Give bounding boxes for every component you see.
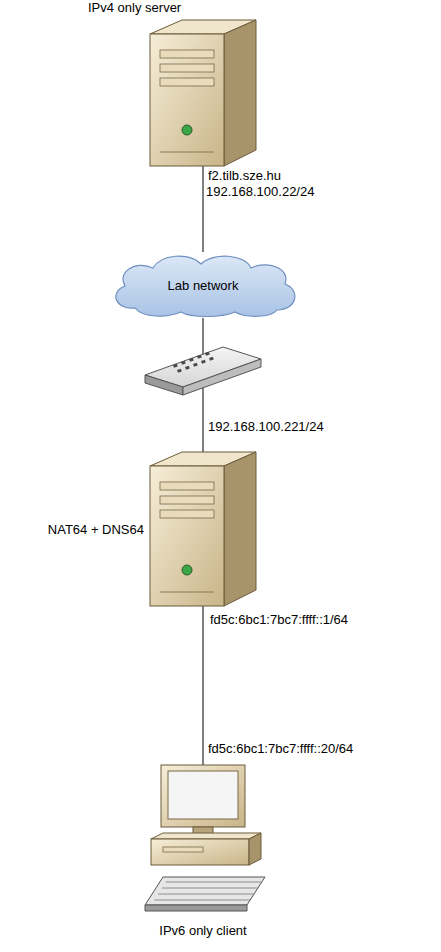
- address-label: 192.168.100.22/24: [205, 184, 315, 199]
- node-caption: IPv6 only client: [159, 923, 246, 938]
- client-node: IPv6 only client: [90, 765, 330, 952]
- address-label: 192.168.100.221/24: [207, 419, 325, 434]
- server-node: IPv4 only server: [60, 0, 260, 170]
- node-caption: IPv4 only server: [88, 0, 181, 15]
- node-caption: NAT64 + DNS64: [48, 522, 144, 537]
- network-name: Lab network: [168, 278, 239, 293]
- server-icon: [150, 452, 256, 606]
- gateway-node: NAT64 + DNS64: [30, 452, 256, 608]
- network-link: [203, 606, 204, 765]
- server-icon: [150, 20, 256, 166]
- address-label: fd5c:6bc1:7bc7:ffff::1/64: [209, 612, 349, 627]
- address-label: fd5c:6bc1:7bc7:ffff::20/64: [207, 741, 354, 756]
- network-cloud: Lab network: [105, 252, 301, 318]
- client-icon: [140, 765, 266, 912]
- network-link: [203, 166, 204, 252]
- host-name: f2.tilb.sze.hu: [207, 168, 282, 183]
- switch-icon: [143, 345, 263, 397]
